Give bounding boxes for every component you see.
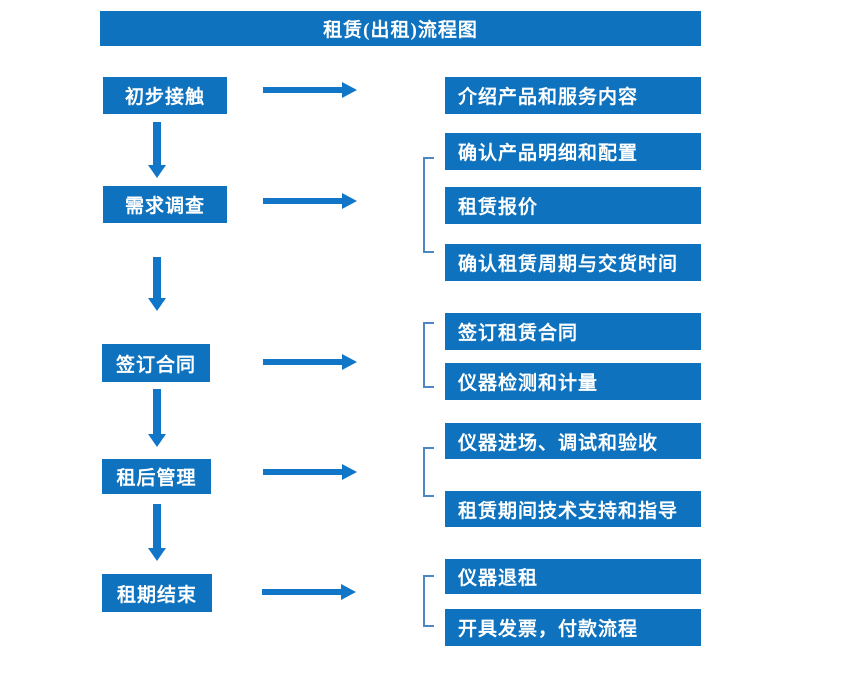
arrow-shaft <box>263 469 342 475</box>
arrow-head <box>341 584 356 600</box>
detail-box-rental-quote: 租赁报价 <box>445 187 701 224</box>
arrow-shaft <box>153 504 161 549</box>
bracket-group-rental-end <box>423 575 434 627</box>
bracket-group-demand-survey <box>423 157 434 253</box>
stage-box-initial-contact: 初步接触 <box>103 77 227 114</box>
arrow-head <box>148 434 166 447</box>
arrow-head <box>148 298 166 311</box>
stage-box-post-rental-management: 租后管理 <box>102 459 211 494</box>
arrow-shaft <box>153 257 161 299</box>
down-arrow-icon-1 <box>148 122 166 178</box>
arrow-shaft <box>263 198 342 204</box>
arrow-shaft <box>263 359 342 365</box>
stage-box-rental-end: 租期结束 <box>102 574 212 612</box>
arrow-shaft <box>262 589 341 595</box>
bracket-group-post-rental <box>423 447 434 497</box>
arrow-head <box>342 354 357 370</box>
right-arrow-icon-4 <box>263 464 357 480</box>
stage-box-sign-contract: 签订合同 <box>102 344 210 382</box>
arrow-head <box>342 193 357 209</box>
stage-box-demand-survey: 需求调查 <box>103 186 227 223</box>
detail-box-confirm-product-details: 确认产品明细和配置 <box>445 133 701 170</box>
detail-box-introduce-products: 介绍产品和服务内容 <box>445 77 701 114</box>
bracket-group-sign-contract <box>423 322 434 388</box>
arrow-head <box>342 82 357 98</box>
arrow-head <box>342 464 357 480</box>
arrow-shaft <box>263 87 342 93</box>
flowchart-title: 租赁(出租)流程图 <box>100 11 701 46</box>
detail-box-sign-rental-contract: 签订租赁合同 <box>445 313 701 350</box>
detail-box-instrument-testing: 仪器检测和计量 <box>445 363 701 400</box>
down-arrow-icon-4 <box>148 504 166 561</box>
arrow-head <box>148 165 166 178</box>
arrow-head <box>148 548 166 561</box>
right-arrow-icon-3 <box>263 354 357 370</box>
detail-box-confirm-period-delivery: 确认租赁周期与交货时间 <box>445 244 701 281</box>
detail-box-instrument-return: 仪器退租 <box>445 559 701 594</box>
right-arrow-icon-1 <box>263 82 357 98</box>
detail-box-instrument-setup-acceptance: 仪器进场、调试和验收 <box>445 423 701 459</box>
arrow-shaft <box>153 389 161 435</box>
down-arrow-icon-2 <box>148 257 166 311</box>
arrow-shaft <box>153 122 161 166</box>
right-arrow-icon-5 <box>262 584 356 600</box>
detail-box-technical-support: 租赁期间技术支持和指导 <box>445 491 701 527</box>
detail-box-invoice-payment: 开具发票，付款流程 <box>445 609 701 646</box>
down-arrow-icon-3 <box>148 389 166 447</box>
right-arrow-icon-2 <box>263 193 357 209</box>
